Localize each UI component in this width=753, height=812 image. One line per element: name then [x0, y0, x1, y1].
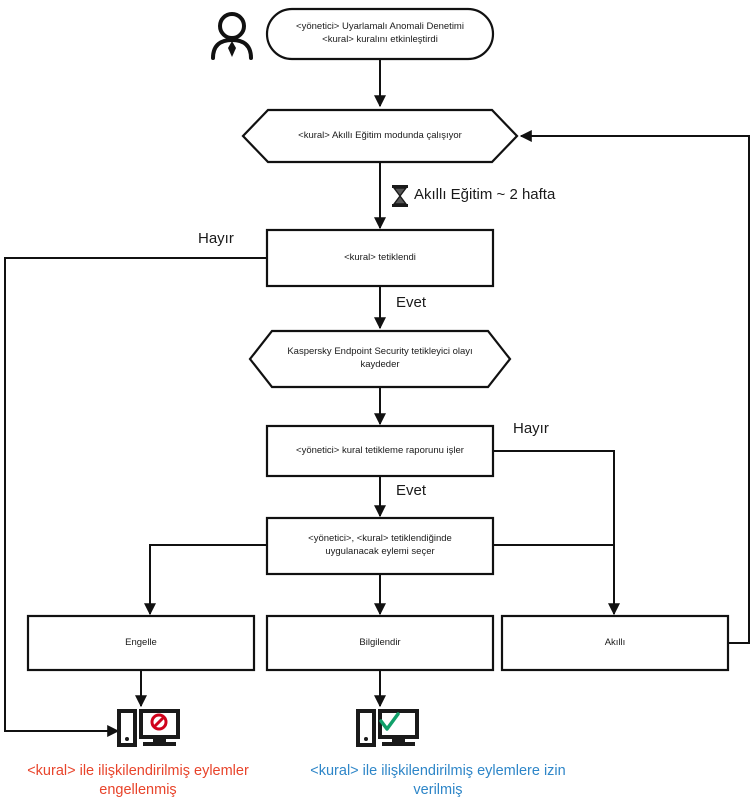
person-icon	[211, 12, 253, 60]
node-start-shape	[265, 7, 495, 61]
node-kes-logs-event-shape	[248, 329, 512, 389]
node-rule-triggered-shape	[265, 228, 495, 288]
edge-rule-triggered-no	[4, 257, 267, 737]
outcome-blocked-caption: <kural> ile ilişkilendirilmiş eylemler e…	[27, 763, 249, 798]
timer-label: Akıllı Eğitim ~ 2 hafta	[414, 186, 556, 203]
edge-label-report-no: Hayır	[513, 420, 549, 437]
node-admin-processes-report-shape	[265, 424, 495, 478]
computer-blocked-icon	[117, 709, 180, 747]
node-action-block-shape	[26, 614, 256, 672]
node-smart-training-shape	[241, 108, 519, 164]
node-admin-selects-action-shape	[265, 516, 495, 576]
computer-allowed-icon	[356, 709, 419, 747]
edge-smart-loop-back	[519, 130, 750, 644]
edge-select-action-to-block	[144, 544, 267, 616]
node-action-smart-shape	[500, 614, 730, 672]
node-action-inform-shape	[265, 614, 495, 672]
edge-label-report-yes: Evet	[396, 482, 427, 499]
hourglass-icon	[392, 185, 408, 207]
edge-report-no-to-smart-action	[493, 450, 620, 616]
edge-label-triggered-no: Hayır	[198, 230, 234, 247]
outcome-allowed-caption: <kural> ile ilişkilendirilmiş eylemlere …	[310, 763, 566, 798]
edge-label-triggered-yes: Evet	[396, 294, 427, 311]
